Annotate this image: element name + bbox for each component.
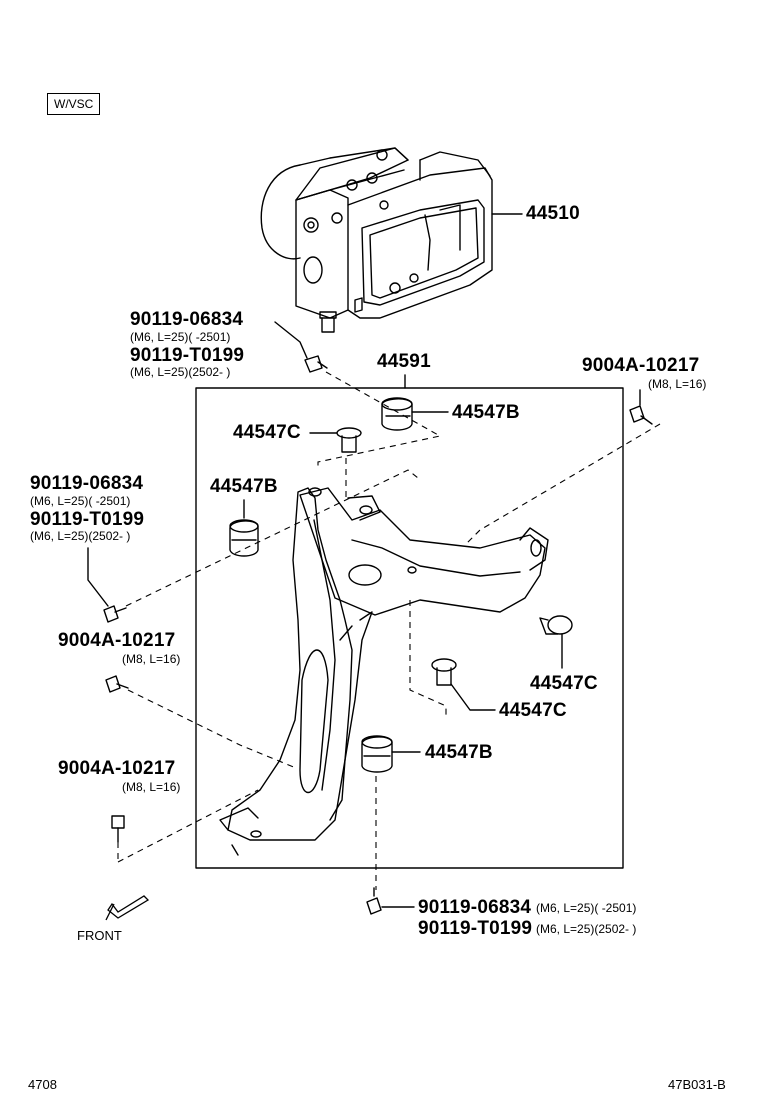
grommet-44547B-top bbox=[381, 397, 413, 431]
bolt-spec-left-a: (M6, L=25)( -2501) bbox=[30, 494, 131, 508]
bolt-label-left-b: 90119-T0199 bbox=[30, 509, 145, 530]
bolt-label-top-a: 90119-06834 bbox=[130, 309, 244, 330]
bolt-spec-left-b: (M6, L=25)(2502- ) bbox=[30, 529, 131, 543]
bracket-44591 bbox=[219, 487, 549, 856]
bolt-spec-top-a: (M6, L=25)( -2501) bbox=[130, 330, 231, 344]
page-number: 4708 bbox=[28, 1077, 57, 1092]
grommet-44547B-left bbox=[229, 519, 259, 557]
bolt-spec-top-b: (M6, L=25)(2502- ) bbox=[130, 365, 231, 379]
bolt-label-left-low: 9004A-10217 bbox=[58, 758, 176, 779]
variant-tag: W/VSC bbox=[47, 93, 101, 115]
bolt-top bbox=[304, 355, 328, 373]
abs-actuator-44510 bbox=[260, 147, 493, 333]
collar-44547C-top bbox=[336, 427, 362, 453]
bolt-left-low bbox=[111, 815, 125, 843]
bolt-label-right: 9004A-10217 bbox=[582, 355, 700, 376]
collar-44547C-mid bbox=[431, 658, 457, 686]
bolt-bottom bbox=[366, 887, 382, 915]
bolt-spec-bottom-b: (M6, L=25)(2502- ) bbox=[536, 922, 637, 936]
bolt-right bbox=[629, 405, 653, 425]
part-label-44547B-left: 44547B bbox=[210, 476, 278, 497]
part-label-44547C-right: 44547C bbox=[530, 673, 598, 694]
bolt-label-bottom-a: 90119-06834 bbox=[418, 897, 532, 918]
collar-44547C-right bbox=[539, 615, 573, 635]
grommet-44547B-low bbox=[361, 735, 393, 773]
bolt-left-mid bbox=[105, 675, 129, 693]
bolt-label-left-a: 90119-06834 bbox=[30, 473, 144, 494]
bolt-label-top-b: 90119-T0199 bbox=[130, 345, 245, 366]
bracket-assembly-frame bbox=[195, 387, 624, 869]
part-label-44547C-mid: 44547C bbox=[499, 700, 567, 721]
part-label-44547B-low: 44547B bbox=[425, 742, 493, 763]
bolt-spec-bottom-a: (M6, L=25)( -2501) bbox=[536, 901, 637, 915]
part-label-44547C-top: 44547C bbox=[233, 422, 301, 443]
bolt-spec-left-low: (M8, L=16) bbox=[122, 780, 181, 794]
part-label-44591: 44591 bbox=[377, 351, 431, 372]
bolt-spec-left-mid: (M8, L=16) bbox=[122, 652, 181, 666]
front-label: FRONT bbox=[77, 928, 122, 943]
diagram-code: 47B031-B bbox=[668, 1077, 726, 1092]
front-arrow-icon bbox=[105, 895, 150, 921]
bolt-label-bottom-b: 90119-T0199 bbox=[418, 918, 533, 939]
part-label-44547B-top: 44547B bbox=[452, 402, 520, 423]
bolt-spec-right: (M8, L=16) bbox=[648, 377, 707, 391]
part-label-44510: 44510 bbox=[526, 203, 580, 224]
bolt-label-left-mid: 9004A-10217 bbox=[58, 630, 176, 651]
bolt-left-upper bbox=[103, 605, 127, 623]
